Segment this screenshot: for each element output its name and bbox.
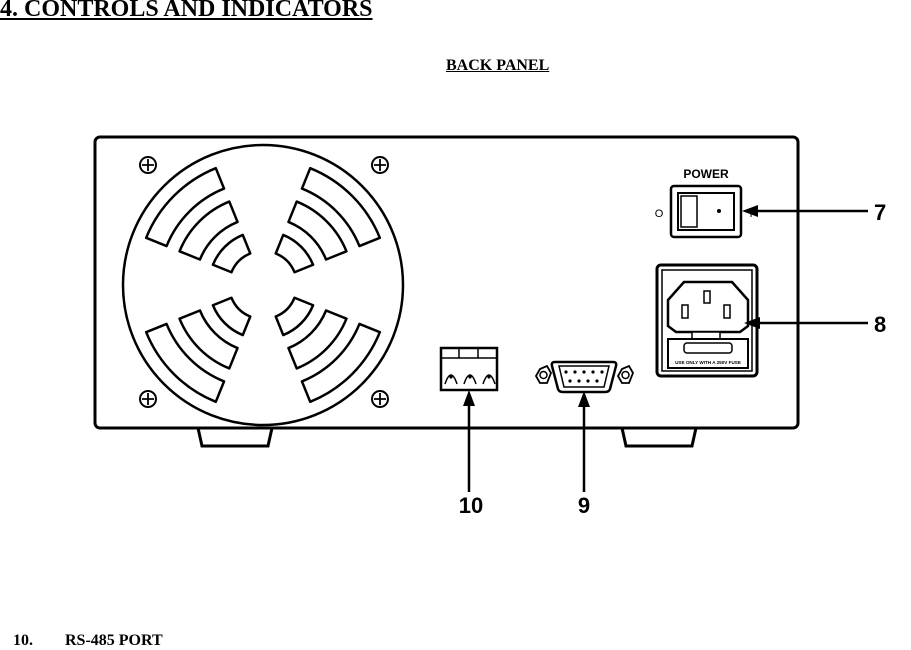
power-switch[interactable] [671,186,741,237]
power-label: POWER [683,167,729,181]
fuse-rating-label: USE ONLY WITH A 250V FUSE [675,360,741,365]
callout-7: 7 [874,200,886,225]
power-off-symbol: O [655,208,664,220]
left-foot [198,428,272,446]
callout-9: 9 [578,493,590,518]
callout-10: 10 [459,493,483,518]
footer-list-item: 10.RS-485 PORT [13,632,163,650]
footer-item-number: 10. [13,632,65,650]
fuse-holder: USE ONLY WITH A 250V FUSE [668,339,748,368]
callout-arrow-9 [578,391,590,492]
callout-8: 8 [874,312,886,337]
footer-item-label: RS-485 PORT [65,632,163,649]
rs485-terminal-block[interactable] [441,348,497,390]
callout-arrow-10 [463,390,475,492]
right-foot [622,428,696,446]
